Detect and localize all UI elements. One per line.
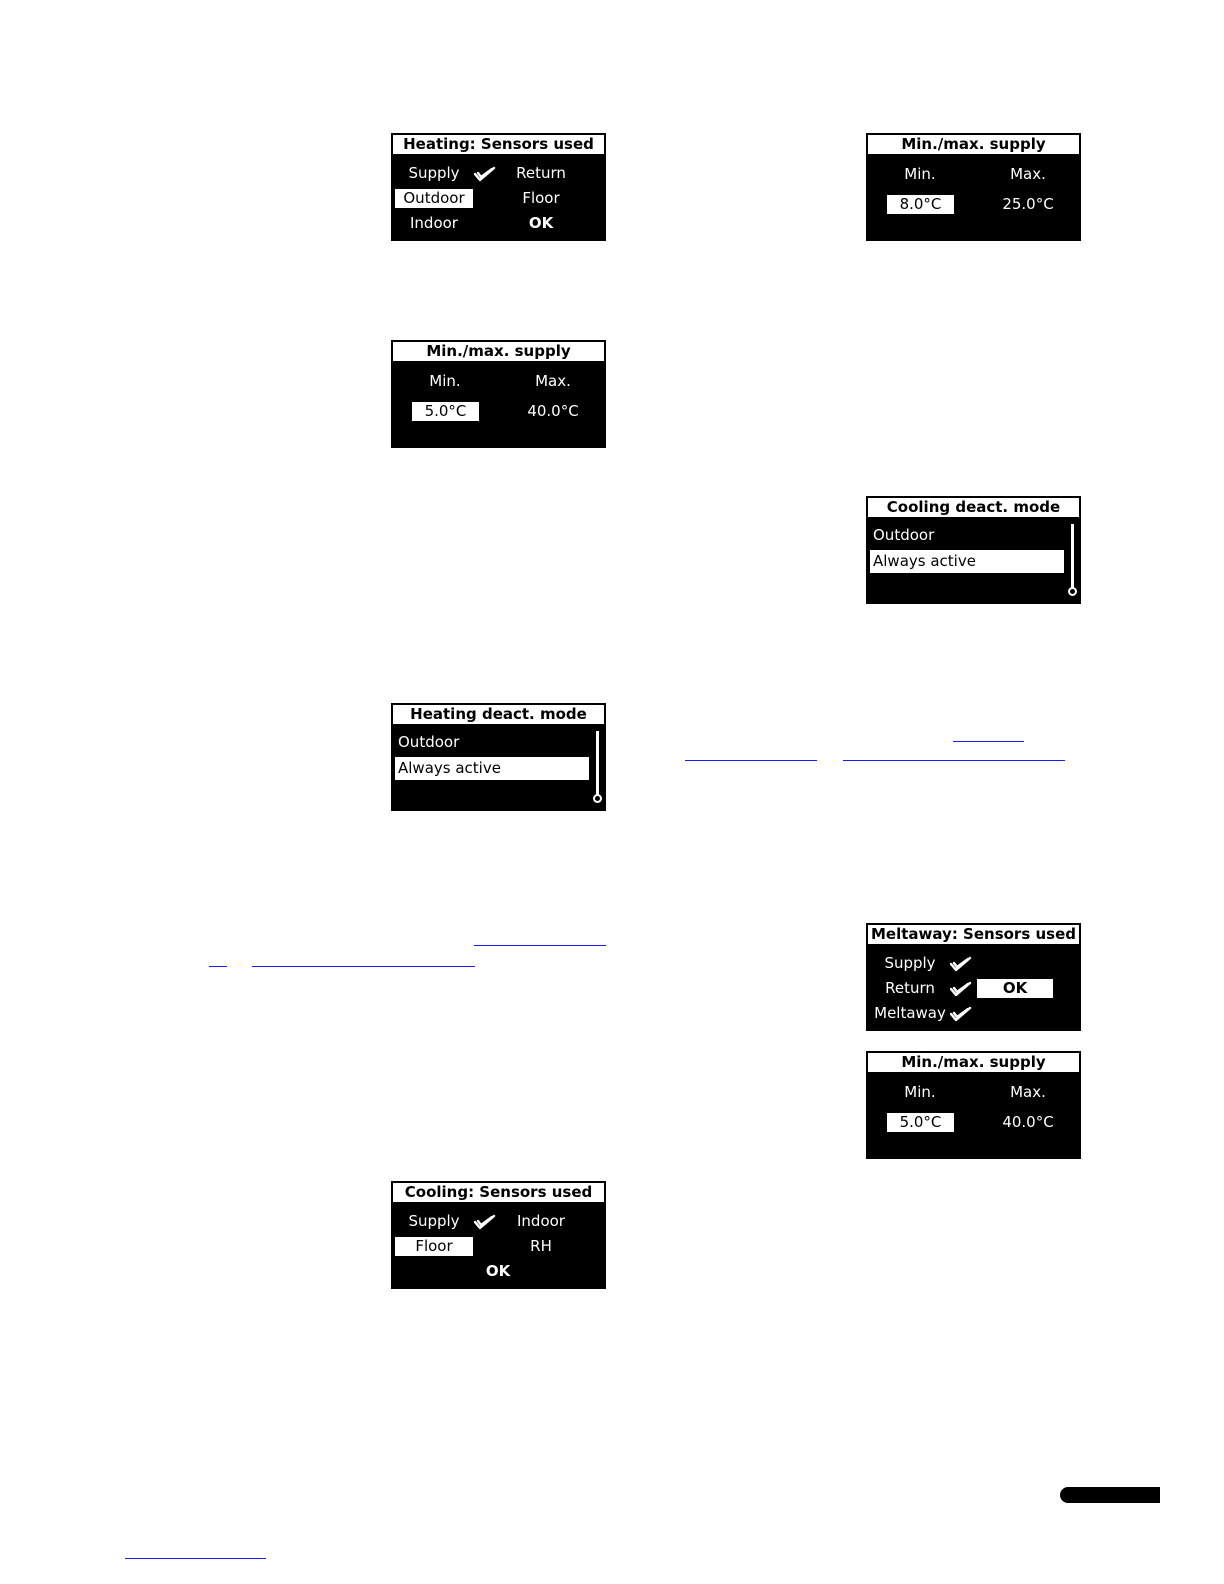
sensor-indoor[interactable]: Indoor <box>410 214 458 232</box>
max-label: Max. <box>1010 1083 1046 1101</box>
page-tab-marker <box>1060 1487 1160 1503</box>
option-outdoor[interactable]: Outdoor <box>873 526 935 544</box>
screen-title: Cooling: Sensors used <box>393 1183 604 1202</box>
heating-deact-screen: Heating deact. mode Outdoor Always activ… <box>391 703 606 811</box>
heating-sensors-screen: Heating: Sensors used Supply Return Outd… <box>391 133 606 241</box>
max-value[interactable]: 25.0°C <box>1002 195 1054 213</box>
min-label: Min. <box>429 372 461 390</box>
sensor-indoor[interactable]: Indoor <box>517 1212 565 1230</box>
sensor-meltaway[interactable]: Meltaway <box>874 1004 946 1022</box>
link-underline[interactable] <box>209 966 227 967</box>
sensor-floor[interactable]: Floor <box>395 1237 473 1256</box>
check-icon <box>950 955 972 973</box>
max-value[interactable]: 40.0°C <box>527 402 579 420</box>
screen-title: Min./max. supply <box>868 135 1079 154</box>
heating-minmax-screen: Min./max. supply Min. Max. 5.0°C 40.0°C <box>391 340 606 448</box>
sensor-supply[interactable]: Supply <box>408 1212 460 1230</box>
meltaway-minmax-screen: Min./max. supply Min. Max. 5.0°C 40.0°C <box>866 1051 1081 1159</box>
sensor-supply[interactable]: Supply <box>408 164 460 182</box>
min-value[interactable]: 5.0°C <box>412 402 479 421</box>
screen-title: Heating: Sensors used <box>393 135 604 154</box>
screen-title: Cooling deact. mode <box>868 498 1079 517</box>
sensor-floor[interactable]: Floor <box>522 189 560 207</box>
check-icon <box>474 1213 496 1231</box>
screen-title: Meltaway: Sensors used <box>868 925 1079 944</box>
screen-title: Min./max. supply <box>393 342 604 361</box>
sensor-return[interactable]: Return <box>516 164 566 182</box>
sensor-rh[interactable]: RH <box>530 1237 552 1255</box>
link-underline[interactable] <box>685 760 817 761</box>
scrollbar[interactable] <box>596 731 599 795</box>
ok-button[interactable]: OK <box>485 1262 511 1280</box>
cooling-deact-screen: Cooling deact. mode Outdoor Always activ… <box>866 496 1081 604</box>
max-label: Max. <box>535 372 571 390</box>
min-label: Min. <box>904 1083 936 1101</box>
meltaway-sensors-screen: Meltaway: Sensors used Supply Return OK … <box>866 923 1081 1031</box>
max-value[interactable]: 40.0°C <box>1002 1113 1054 1131</box>
link-underline[interactable] <box>125 1558 266 1559</box>
option-outdoor[interactable]: Outdoor <box>398 733 460 751</box>
min-value[interactable]: 5.0°C <box>887 1113 954 1132</box>
check-icon <box>474 165 496 183</box>
screen-title: Heating deact. mode <box>393 705 604 724</box>
ok-button[interactable]: OK <box>528 214 554 232</box>
link-underline[interactable] <box>252 966 475 967</box>
sensor-return[interactable]: Return <box>885 979 935 997</box>
cooling-minmax-screen: Min./max. supply Min. Max. 8.0°C 25.0°C <box>866 133 1081 241</box>
cooling-sensors-screen: Cooling: Sensors used Supply Indoor Floo… <box>391 1181 606 1289</box>
min-value[interactable]: 8.0°C <box>887 195 954 214</box>
link-underline[interactable] <box>843 760 1065 761</box>
scroll-knob-icon <box>593 794 602 803</box>
option-always-active[interactable]: Always active <box>870 550 1064 573</box>
option-always-active[interactable]: Always active <box>395 757 589 780</box>
min-label: Min. <box>904 165 936 183</box>
scrollbar[interactable] <box>1071 524 1074 588</box>
link-underline[interactable] <box>474 945 606 946</box>
ok-button[interactable]: OK <box>977 979 1053 998</box>
max-label: Max. <box>1010 165 1046 183</box>
scroll-knob-icon <box>1068 587 1077 596</box>
check-icon <box>950 1005 972 1023</box>
link-underline[interactable] <box>953 741 1024 742</box>
sensor-outdoor[interactable]: Outdoor <box>395 189 473 208</box>
screen-title: Min./max. supply <box>868 1053 1079 1072</box>
check-icon <box>950 980 972 998</box>
sensor-supply[interactable]: Supply <box>884 954 936 972</box>
